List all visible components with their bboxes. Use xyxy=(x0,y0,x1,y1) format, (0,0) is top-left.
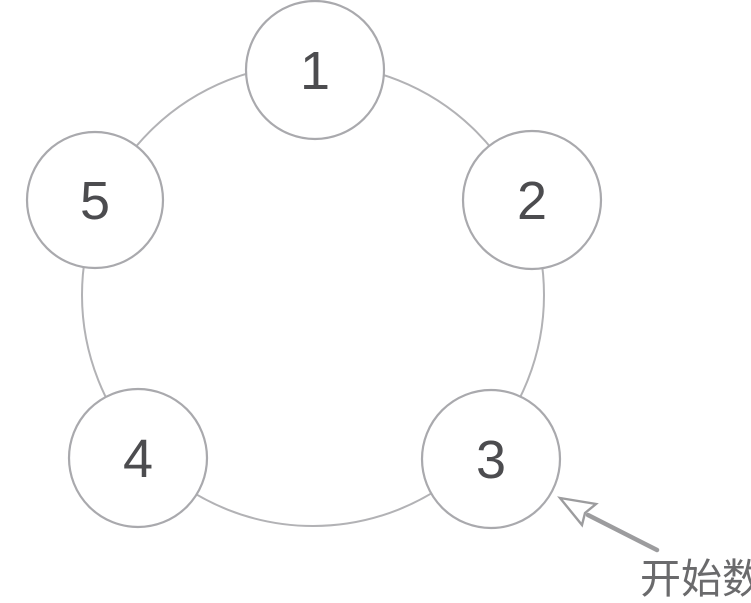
arrow-shaft xyxy=(585,512,660,553)
annotation-label: 开始数 xyxy=(640,556,751,602)
node-circle xyxy=(244,0,386,141)
node-circle xyxy=(67,387,209,529)
node-label: 4 xyxy=(123,429,153,489)
node-label: 1 xyxy=(300,41,330,101)
node-3: 3 xyxy=(420,388,562,530)
node-circle xyxy=(461,129,603,271)
node-1: 1 xyxy=(244,0,386,141)
node-circle xyxy=(420,388,562,530)
node-label: 2 xyxy=(517,171,547,231)
node-4: 4 xyxy=(67,387,209,529)
node-5: 5 xyxy=(25,130,165,270)
node-label: 3 xyxy=(476,430,506,490)
node-label: 5 xyxy=(80,171,110,231)
annotation-arrow xyxy=(557,496,660,553)
node-circle xyxy=(25,130,165,270)
node-2: 2 xyxy=(461,129,603,271)
arrowhead-icon xyxy=(557,496,599,528)
